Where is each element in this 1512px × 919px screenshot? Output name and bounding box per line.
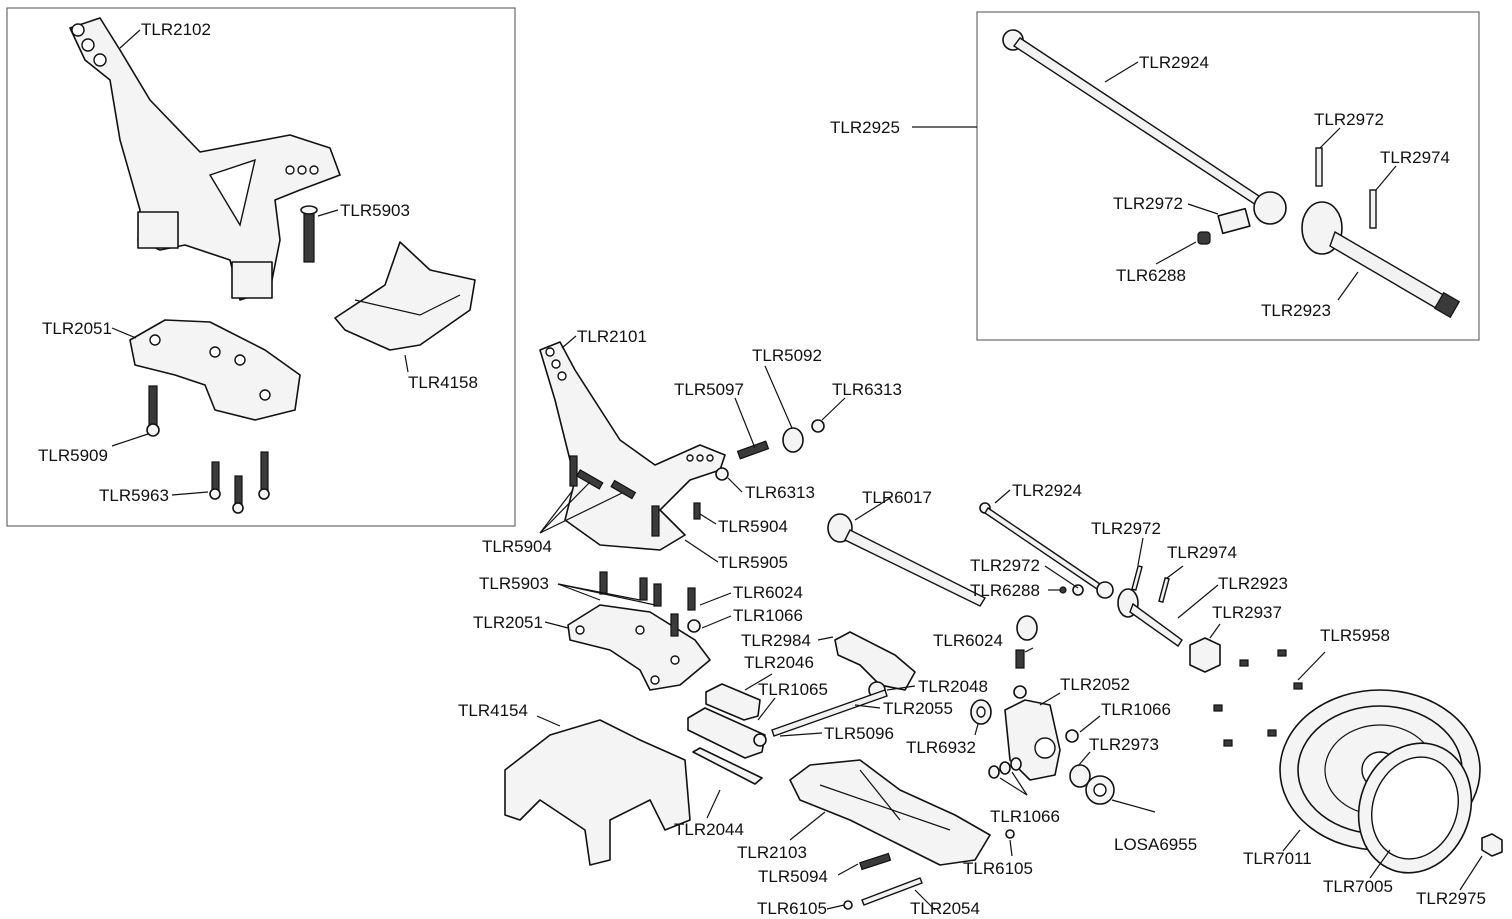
label-tlr1065: TLR1065 (758, 680, 828, 699)
label-tlr2973: TLR2973 (1089, 735, 1159, 754)
beadlock-ring-7005 (1357, 742, 1473, 874)
inset-driveshaft-box (976, 11, 1480, 341)
label-tlr5904-left: TLR5904 (482, 537, 552, 556)
label-tlr2937: TLR2937 (1212, 603, 1282, 622)
label-tlr2974-inset: TLR2974 (1380, 148, 1450, 167)
inset-axle-2923 (1301, 201, 1461, 319)
clips-pins-lower (843, 829, 1015, 910)
part-labels: TLR2102 TLR5903 TLR2051 TLR4158 TLR5909 … (38, 20, 1486, 918)
label-tlr5903-inset: TLR5903 (340, 201, 410, 220)
ball-stud-6024 (1013, 615, 1038, 699)
washers-1066 (988, 757, 1022, 779)
label-tlr7005: TLR7005 (1323, 877, 1393, 896)
label-tlr5094: TLR5094 (758, 867, 828, 886)
label-tlr2101: TLR2101 (577, 327, 647, 346)
screws-5904 (569, 455, 701, 537)
inset-screw-5903 (300, 205, 318, 263)
label-tlr2923-inset: TLR2923 (1261, 301, 1331, 320)
label-tlr6017: TLR6017 (862, 488, 932, 507)
label-tlr6313-bottom: TLR6313 (745, 483, 815, 502)
label-tlr2925: TLR2925 (830, 118, 900, 137)
label-tlr2051-inset: TLR2051 (42, 319, 112, 338)
label-tlr1066-bottom: TLR1066 (990, 807, 1060, 826)
mount-2051 (567, 604, 711, 691)
label-tlr6932: TLR6932 (906, 738, 976, 757)
label-tlr6105-bottom: TLR6105 (757, 899, 827, 918)
label-tlr2972-main-pin: TLR2972 (1091, 519, 1161, 538)
label-tlr2055: TLR2055 (883, 699, 953, 718)
label-tlr2924-main: TLR2924 (1012, 481, 1082, 500)
label-tlr5092: TLR5092 (752, 346, 822, 365)
arm-mount-blocks (687, 683, 767, 785)
label-tlr2052: TLR2052 (1060, 675, 1130, 694)
label-tlr5903-main: TLR5903 (479, 574, 549, 593)
label-tlr2972-main-coupler: TLR2972 (970, 556, 1040, 575)
label-tlr5097: TLR5097 (674, 380, 744, 399)
bulkhead-4154 (504, 719, 691, 866)
inset-screw-5909 (146, 385, 160, 437)
label-tlr4154: TLR4154 (458, 701, 528, 720)
label-tlr2103: TLR2103 (737, 843, 807, 862)
inset-pins-2972-2974 (1315, 147, 1377, 229)
label-tlr6024-top: TLR6024 (733, 583, 803, 602)
label-tlr5909: TLR5909 (38, 446, 108, 465)
wheel-nut-2975 (1481, 833, 1503, 857)
leader-lines (111, 29, 1483, 911)
label-tlr6288-main: TLR6288 (970, 581, 1040, 600)
inset-shock-tower-box (6, 7, 516, 527)
inset-driveshaft-2924 (1002, 29, 1287, 225)
bearing-6932 (970, 699, 992, 725)
label-tlr2102: TLR2102 (141, 20, 211, 39)
label-tlr2044: TLR2044 (674, 820, 744, 839)
rear-arm-2103 (789, 759, 991, 866)
inset-wing-plate-4158 (334, 241, 476, 351)
label-tlr5963: TLR5963 (99, 486, 169, 505)
label-tlr5905: TLR5905 (718, 553, 788, 572)
label-tlr7011: TLR7011 (1243, 849, 1312, 868)
inset-screws-5963 (209, 451, 270, 514)
label-tlr2924-inset: TLR2924 (1139, 53, 1209, 72)
label-tlr2051-main: TLR2051 (473, 613, 543, 632)
label-tlr5958: TLR5958 (1320, 626, 1390, 645)
label-tlr2972-inset-pin: TLR2972 (1314, 110, 1384, 129)
label-tlr6288-inset: TLR6288 (1116, 266, 1186, 285)
hinge-pin-2055 (771, 689, 888, 737)
label-tlr2972-inset-coupler: TLR2972 (1113, 194, 1183, 213)
label-tlr6024-main: TLR6024 (933, 631, 1003, 650)
wheel-screws-5958 (1213, 649, 1303, 747)
inset-mount-2051 (129, 319, 301, 421)
shock-rod-6017 (827, 513, 987, 607)
center-driveshaft-2924 (979, 502, 1114, 599)
shock-tower-2101 (539, 341, 726, 551)
label-tlr6313-top: TLR6313 (832, 380, 902, 399)
label-tlr2048: TLR2048 (918, 677, 988, 696)
label-tlr2975: TLR2975 (1416, 889, 1486, 908)
inset-coupler-2972 (1217, 207, 1251, 235)
inset-setscrew-6288 (1197, 231, 1211, 245)
center-axle-2923 (1117, 565, 1183, 647)
label-tlr2984: TLR2984 (741, 631, 811, 650)
label-tlr2054: TLR2054 (910, 899, 980, 918)
label-tlr4158: TLR4158 (408, 373, 478, 392)
label-tlr5904-right: TLR5904 (718, 517, 788, 536)
label-tlr1066-right: TLR1066 (1101, 700, 1171, 719)
inset-shock-tower-part (69, 17, 341, 301)
shock-hardware (715, 419, 825, 481)
screws-5903 (599, 571, 701, 637)
label-tlr2974-main: TLR2974 (1167, 543, 1237, 562)
label-tlr6105-right: TLR6105 (963, 859, 1033, 878)
label-tlr2923-main: TLR2923 (1218, 574, 1288, 593)
label-tlr2046: TLR2046 (744, 653, 814, 672)
hex-hub-2937 (1189, 637, 1221, 673)
label-tlr1066-top: TLR1066 (733, 606, 803, 625)
bearings-2973-6955 (1069, 764, 1115, 805)
label-losa6955: LOSA6955 (1114, 835, 1197, 854)
label-tlr5096: TLR5096 (824, 724, 894, 743)
